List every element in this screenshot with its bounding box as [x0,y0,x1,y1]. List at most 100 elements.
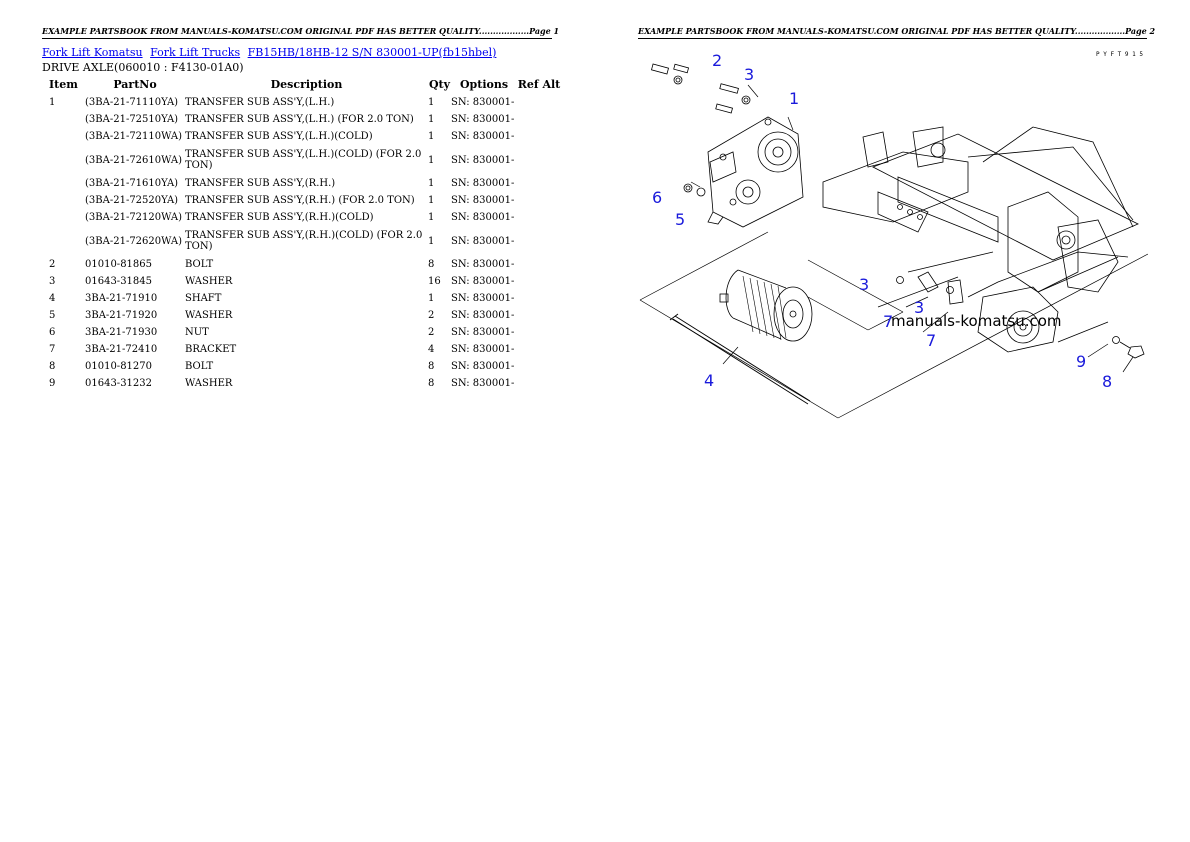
cell-options: SN: 830001- [451,97,515,108]
diagram-code: P Y F T 9 1 5 [1096,51,1143,58]
cell-item: 9 [49,378,56,389]
table-row: (3BA-21-72120WA)TRANSFER SUB ASS'Y,(R.H.… [42,209,561,226]
motor-drawing [719,269,813,342]
cell-partno: 01643-31845 [85,276,153,287]
cell-item: 8 [49,361,56,372]
cell-description: TRANSFER SUB ASS'Y,(R.H.)(COLD) [185,212,374,223]
cell-options: SN: 830001- [451,154,515,166]
cell-ref-alt [517,209,561,226]
breadcrumb-link-model[interactable]: FB15HB/18HB-12 S/N 830001-UP(fb15hbel) [247,46,497,59]
cell-description: SHAFT [185,293,222,304]
cell-qty: 4 [428,344,435,355]
callout-2: 2 [712,51,722,70]
table-row: (3BA-21-72610WA)TRANSFER SUB ASS'Y,(L.H.… [42,145,561,175]
rear-frame-drawing [822,126,1139,353]
cell-item: 6 [49,327,56,338]
cell-description: TRANSFER SUB ASS'Y,(L.H.) (FOR 2.0 TON) [185,114,414,125]
cell-item: 5 [49,310,56,321]
cell-description: WASHER [185,276,233,287]
parts-table: Item PartNo Description Qty Options Ref … [42,77,561,392]
cell-qty: 1 [428,154,435,166]
cell-options: SN: 830001- [451,276,515,287]
callout-numbers: 2 3 1 6 5 3 3 7 7 9 8 4 [652,51,1112,391]
watermark-text: manuals-komatsu.com [891,312,1062,330]
cell-item [42,209,85,226]
column-header-item: Item [49,77,78,91]
transfer-assembly-drawing [707,116,804,228]
cell-options: SN: 830001- [451,235,515,247]
cell-ref-alt [517,256,561,273]
column-header-partno: PartNo [113,77,157,91]
cell-description: BRACKET [185,344,237,355]
callout-8: 8 [1102,372,1112,391]
cell-qty: 2 [428,310,435,321]
table-row: (3BA-21-72110WA)TRANSFER SUB ASS'Y,(L.H.… [42,128,561,145]
bolts-drawing [651,63,1145,359]
cell-qty: 1 [428,212,435,223]
cell-partno: (3BA-21-72110WA) [85,131,183,142]
table-row: (3BA-21-72510YA)TRANSFER SUB ASS'Y,(L.H.… [42,111,561,128]
exploded-parts-diagram: P Y F T 9 1 5 [639,51,1148,419]
column-header-description: Description [270,77,343,91]
cell-ref-alt [517,192,561,209]
callout-7: 7 [926,331,936,350]
cell-item: 3 [49,276,56,287]
cell-partno: 3BA-21-72410 [85,344,158,355]
cell-ref-alt [517,324,561,341]
cell-partno: (3BA-21-72120WA) [85,212,183,223]
cell-description: TRANSFER SUB ASS'Y,(R.H.) [185,178,336,189]
cell-description: TRANSFER SUB ASS'Y,(L.H.) [185,97,335,108]
callout-7: 7 [883,312,893,331]
table-row: (3BA-21-72520YA)TRANSFER SUB ASS'Y,(R.H.… [42,192,561,209]
cell-item [42,192,85,209]
cell-options: SN: 830001- [451,344,515,355]
cell-description: TRANSFER SUB ASS'Y,(L.H.)(COLD) [185,131,373,142]
shaft-drawing [669,313,811,405]
cell-partno: (3BA-21-72620WA) [85,235,183,247]
cell-options: SN: 830001- [451,195,515,206]
cell-description: BOLT [185,259,214,270]
cell-partno: 3BA-21-71920 [85,310,158,321]
cell-partno: 01010-81865 [85,259,153,270]
cell-qty: 8 [428,259,435,270]
cell-ref-alt [517,290,561,307]
cell-item [42,145,85,175]
cell-options: SN: 830001- [451,327,515,338]
cell-options: SN: 830001- [451,293,515,304]
cell-qty: 1 [428,195,435,206]
cell-item: 1 [49,97,56,108]
cell-qty: 1 [428,178,435,189]
column-header-ref-alt: Ref Alt [517,77,561,91]
cell-description: WASHER [185,310,233,321]
cell-ref-alt [517,94,561,111]
column-header-options: Options [459,77,509,91]
breadcrumb-link-fork-lift-trucks[interactable]: Fork Lift Trucks [150,46,241,59]
cell-options: SN: 830001- [451,131,515,142]
cell-qty: 1 [428,235,435,247]
cell-options: SN: 830001- [451,114,515,125]
cell-ref-alt [517,341,561,358]
cell-ref-alt [517,111,561,128]
cell-item [42,111,85,128]
cell-options: SN: 830001- [451,212,515,223]
cell-description: NUT [185,327,209,338]
cell-qty: 2 [428,327,435,338]
breadcrumb-link-fork-lift-komatsu[interactable]: Fork Lift Komatsu [42,46,143,59]
breadcrumb: Fork Lift Komatsu Fork Lift Trucks FB15H… [42,46,500,59]
page-1-header: EXAMPLE PARTSBOOK FROM MANUALS-KOMATSU.C… [42,26,559,39]
table-row: (3BA-21-72620WA)TRANSFER SUB ASS'Y,(R.H.… [42,226,561,256]
cell-description: WASHER [185,378,233,389]
callout-4: 4 [704,371,714,390]
cell-ref-alt [517,375,561,392]
cell-item [42,226,85,256]
cell-qty: 1 [428,114,435,125]
cell-qty: 16 [428,276,441,287]
cell-item [42,128,85,145]
callout-3: 3 [859,275,869,294]
